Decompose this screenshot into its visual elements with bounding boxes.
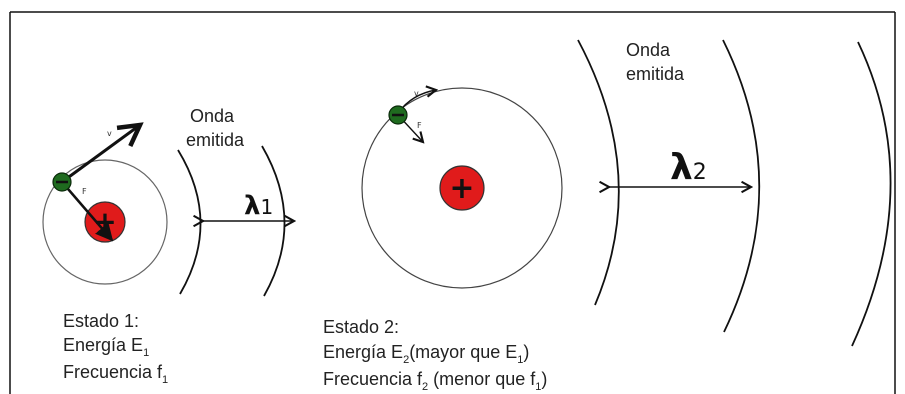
orbit-1: [42, 159, 168, 285]
wave-label-1-line2: emitida: [186, 130, 245, 150]
state-1-freq-sub: 1: [162, 374, 169, 386]
lambda-2-index: 2: [692, 160, 707, 185]
velocity-arrow-1: [61, 125, 140, 184]
state-1-energy: Energía E1: [63, 335, 149, 359]
orbit-2: [361, 87, 563, 289]
nucleus-1: [84, 201, 126, 243]
velocity-label-1: v: [107, 129, 112, 138]
state-1-energy-prefix: Energía E: [63, 335, 144, 355]
state-2-title: Estado 2:: [323, 317, 400, 337]
state-2-energy-note-sub: 1: [517, 354, 524, 366]
lambda-1-index: 1: [260, 195, 274, 219]
state-2-freq-sub: 2: [422, 381, 429, 393]
wave-front-2c: [851, 41, 892, 347]
velocity-label-2: v: [414, 89, 419, 98]
wave-front-1a: [177, 149, 202, 295]
lambda-2-symbol: λ: [670, 147, 693, 188]
state-2-energy-note-prefix: (mayor que E: [409, 342, 518, 362]
state-2-energy-prefix: Energía E: [323, 342, 404, 362]
wave-front-2a: [577, 39, 620, 306]
state-2-energy-sub: 2: [403, 354, 410, 366]
force-label-2: F: [417, 121, 422, 130]
wave-label-2-line1: Onda: [626, 40, 671, 60]
state-2-freq-note-prefix: (menor que f: [428, 369, 536, 389]
lambda-1-symbol: λ: [244, 191, 261, 221]
lambda-2-label: λ2: [670, 150, 707, 186]
state-2-frequency: Frecuencia f2 (menor que f1): [323, 369, 548, 393]
force-label-1: F: [82, 187, 87, 196]
state-2-freq-prefix: Frecuencia f: [323, 369, 423, 389]
state-2-freq-note-suffix: ): [541, 369, 548, 389]
state-1-title: Estado 1:: [63, 311, 140, 331]
state-2-energy-note-suffix: ): [523, 342, 530, 362]
force-arrow-1: [61, 181, 114, 242]
state-1-freq-prefix: Frecuencia f: [63, 362, 163, 382]
nucleus-2-sign: +: [449, 171, 474, 206]
nucleus-2: [439, 165, 485, 211]
wave-label-2-line2: emitida: [626, 64, 685, 84]
state-1-energy-sub: 1: [143, 347, 150, 359]
wave-label-1-line1: Onda: [190, 106, 235, 126]
wave-front-2b: [722, 39, 761, 333]
state-2-freq-note-sub: 1: [535, 381, 542, 393]
state-2-energy: Energía E2(mayor que E1): [323, 342, 530, 366]
lambda-1-label: λ1: [244, 193, 273, 219]
state-1-frequency: Frecuencia f1: [63, 362, 168, 386]
